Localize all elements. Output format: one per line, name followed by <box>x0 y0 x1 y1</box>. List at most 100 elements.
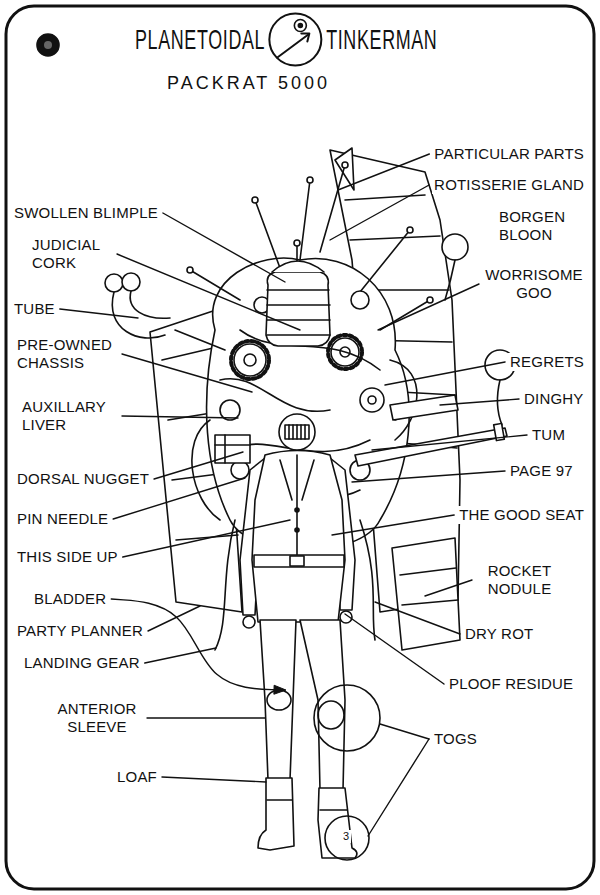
balloons <box>130 291 170 318</box>
contraption <box>187 267 193 273</box>
callout-circle <box>325 816 369 860</box>
tablet-frame <box>44 41 52 49</box>
part-label: SWOLLEN BLIMPLE <box>12 204 160 222</box>
barrel <box>266 272 330 346</box>
callout-circle <box>314 685 380 751</box>
contraption <box>234 344 266 376</box>
figure <box>289 425 305 439</box>
contraption <box>215 520 235 650</box>
part-label: PIN NEEDLE <box>15 510 110 528</box>
contraption <box>368 396 376 404</box>
barrel <box>272 261 324 272</box>
contraption <box>360 388 384 412</box>
figure <box>258 778 294 850</box>
part-label: TOGS <box>432 730 479 748</box>
leader-line <box>338 154 429 190</box>
leader-line <box>352 471 505 482</box>
gun-barrel <box>355 428 507 466</box>
leader-line <box>111 599 284 690</box>
barrel <box>296 246 298 261</box>
gun-barrel <box>390 395 458 420</box>
figure <box>295 508 299 512</box>
leader-line <box>122 416 238 418</box>
part-label: PARTY PLANNER <box>15 622 145 640</box>
part-label: LANDING GEAR <box>22 654 142 672</box>
figure <box>318 701 344 729</box>
part-label: TUBE <box>12 300 57 318</box>
leader-line <box>368 739 429 836</box>
back-panels <box>392 538 460 650</box>
back-panels <box>400 568 458 605</box>
balloons <box>105 274 123 292</box>
leader-line <box>378 284 479 330</box>
part-label: AUXILLARY LIVER <box>20 398 119 434</box>
part-label: TUM <box>530 426 567 444</box>
balloons <box>442 234 468 260</box>
contraption <box>231 341 269 379</box>
leader-line <box>60 309 138 318</box>
barrel <box>266 240 330 346</box>
part-label: LOAF <box>115 768 159 786</box>
leader-line <box>117 254 300 330</box>
leader-line <box>148 606 200 631</box>
balloons <box>122 273 140 291</box>
figure <box>267 690 291 710</box>
part-label: DRY ROT <box>463 625 535 643</box>
contraption <box>307 177 313 183</box>
leader-line <box>380 724 429 739</box>
leader-line <box>123 520 290 557</box>
contraption <box>427 297 433 303</box>
tablet-frame <box>37 34 59 56</box>
part-label: ANTERIOR SLEEVE <box>50 700 144 736</box>
title: PLANETOIDAL TINKERMAN <box>135 24 437 56</box>
leader-line <box>332 515 454 535</box>
part-label: ROCKET NODULE <box>475 562 564 598</box>
figure <box>300 620 345 790</box>
figure <box>290 556 304 566</box>
barrel <box>294 240 300 246</box>
figure <box>267 800 347 810</box>
figure <box>280 455 314 555</box>
leader-line <box>440 399 519 405</box>
part-label: JUDICIAL CORK <box>30 236 114 272</box>
leader-line <box>154 452 243 479</box>
part-label: DORSAL NUGGET <box>15 470 151 488</box>
tablet-frame <box>6 6 594 889</box>
contraption <box>220 400 240 420</box>
leader-line <box>375 602 460 634</box>
illustration <box>6 6 594 889</box>
contraption <box>244 354 256 366</box>
part-label: PLOOF RESIDUE <box>447 675 575 693</box>
back-panels <box>150 148 460 650</box>
part-label: BLADDER <box>32 590 108 608</box>
part-label: REGRETS <box>508 353 586 371</box>
figure <box>318 788 357 858</box>
leader-line <box>425 580 472 596</box>
figure <box>252 451 345 623</box>
leader-line <box>145 648 216 663</box>
leader-line <box>345 614 444 684</box>
figure <box>240 414 357 858</box>
part-label: ROTISSERIE GLAND <box>432 176 586 194</box>
contraption <box>407 227 413 233</box>
figure <box>243 616 255 628</box>
contraption <box>390 360 417 440</box>
leader-line <box>163 213 285 282</box>
figure <box>260 620 296 780</box>
contraption <box>220 379 330 412</box>
figure <box>295 528 299 532</box>
figure <box>279 414 315 450</box>
contraption <box>351 291 369 309</box>
part-label: THE GOOD SEAT <box>457 506 586 524</box>
part-label: WORRISOME GOO <box>482 266 586 302</box>
figure <box>285 425 309 439</box>
balloons <box>497 380 502 425</box>
leader-line <box>122 354 252 392</box>
leader-line <box>147 717 265 718</box>
subtitle: PACKRAT 5000 <box>165 72 332 94</box>
part-label: PARTICULAR PARTS <box>432 145 586 163</box>
contraption <box>360 520 375 640</box>
contraption <box>252 197 258 203</box>
gun-barrel <box>355 395 507 466</box>
